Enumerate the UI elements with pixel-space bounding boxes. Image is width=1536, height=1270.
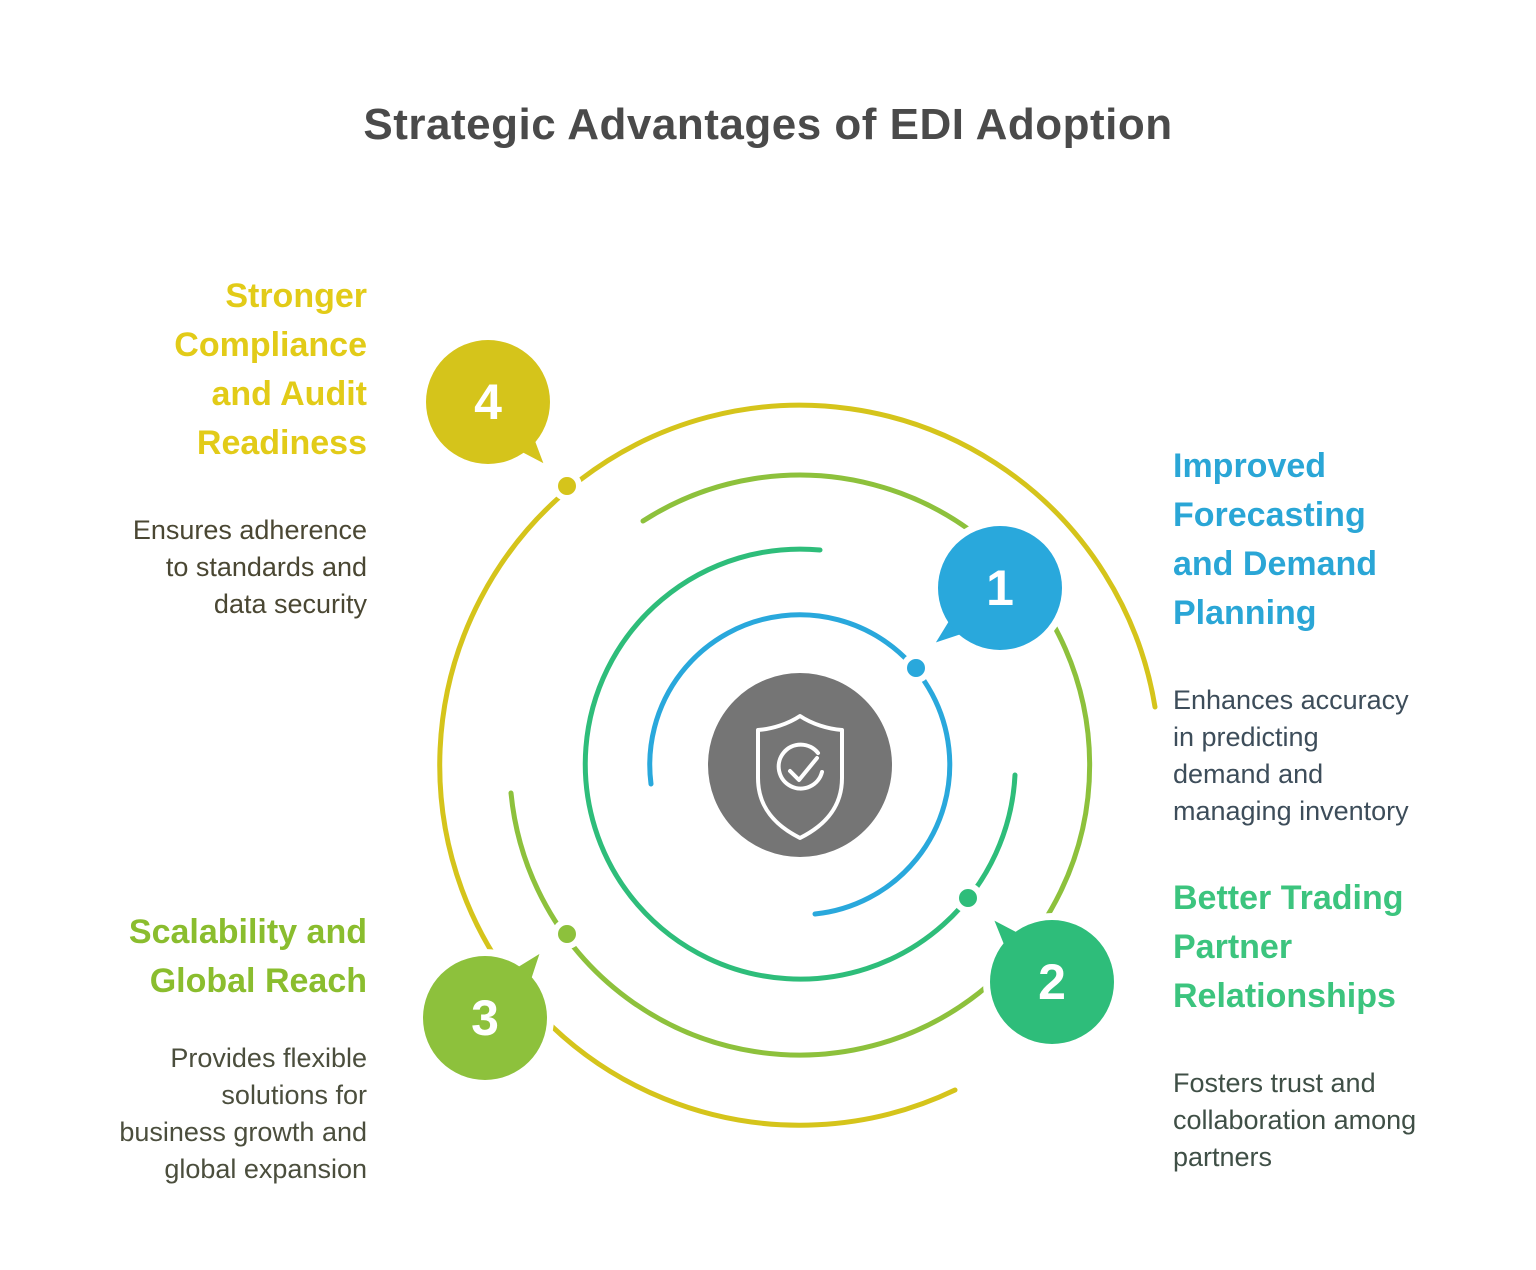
bubble-2-number: 2 <box>1038 954 1066 1010</box>
item-1-block: Improved Forecasting and Demand Planning… <box>1173 424 1503 848</box>
bubble-3-number: 3 <box>471 990 499 1046</box>
bubble-1-number: 1 <box>986 560 1014 616</box>
connector-dot-3 <box>552 919 582 949</box>
shield-check-icon <box>756 714 844 840</box>
item-1-description: Enhances accuracy in predicting demand a… <box>1173 685 1409 826</box>
bubble-4-number: 4 <box>474 374 502 430</box>
orbit-arc-yellow <box>437 402 1158 1128</box>
item-4-description: Ensures adherence to standards and data … <box>132 515 367 619</box>
orbit-arc-blue <box>647 612 953 917</box>
bubble-1: 1 <box>917 519 1069 658</box>
connector-dot-4 <box>552 471 582 501</box>
item-2-title: Better Trading Partner Relationships <box>1173 879 1404 1015</box>
orbit-arc-green <box>582 546 1018 982</box>
bubble-2: 2 <box>978 903 1121 1051</box>
item-3-block: Scalability and Global Reach Provides fl… <box>27 890 367 1206</box>
bubble-4-circle <box>426 340 550 464</box>
bubble-4: 4 <box>419 333 560 481</box>
bubble-3-circle <box>423 956 547 1080</box>
item-3-title: Scalability and Global Reach <box>128 913 367 1000</box>
item-3-description: Provides flexible solutions for business… <box>119 1043 367 1184</box>
item-1-title: Improved Forecasting and Demand Planning <box>1173 447 1378 632</box>
orbit-arc-lime <box>508 472 1093 1058</box>
connector-dot-1 <box>901 653 931 683</box>
item-2-block: Better Trading Partner Relationships Fos… <box>1173 856 1523 1194</box>
connector-dot-2 <box>953 883 983 913</box>
bubble-2-circle <box>990 920 1114 1044</box>
item-4-block: Stronger Compliance and Audit Readiness … <box>37 254 367 641</box>
bubble-1-circle <box>938 526 1062 650</box>
center-medallion <box>702 667 898 863</box>
page-title: Strategic Advantages of EDI Adoption <box>363 100 1173 149</box>
item-2-description: Fosters trust and collaboration among pa… <box>1173 1068 1417 1172</box>
item-4-title: Stronger Compliance and Audit Readiness <box>174 277 367 462</box>
bubble-3: 3 <box>416 935 555 1087</box>
